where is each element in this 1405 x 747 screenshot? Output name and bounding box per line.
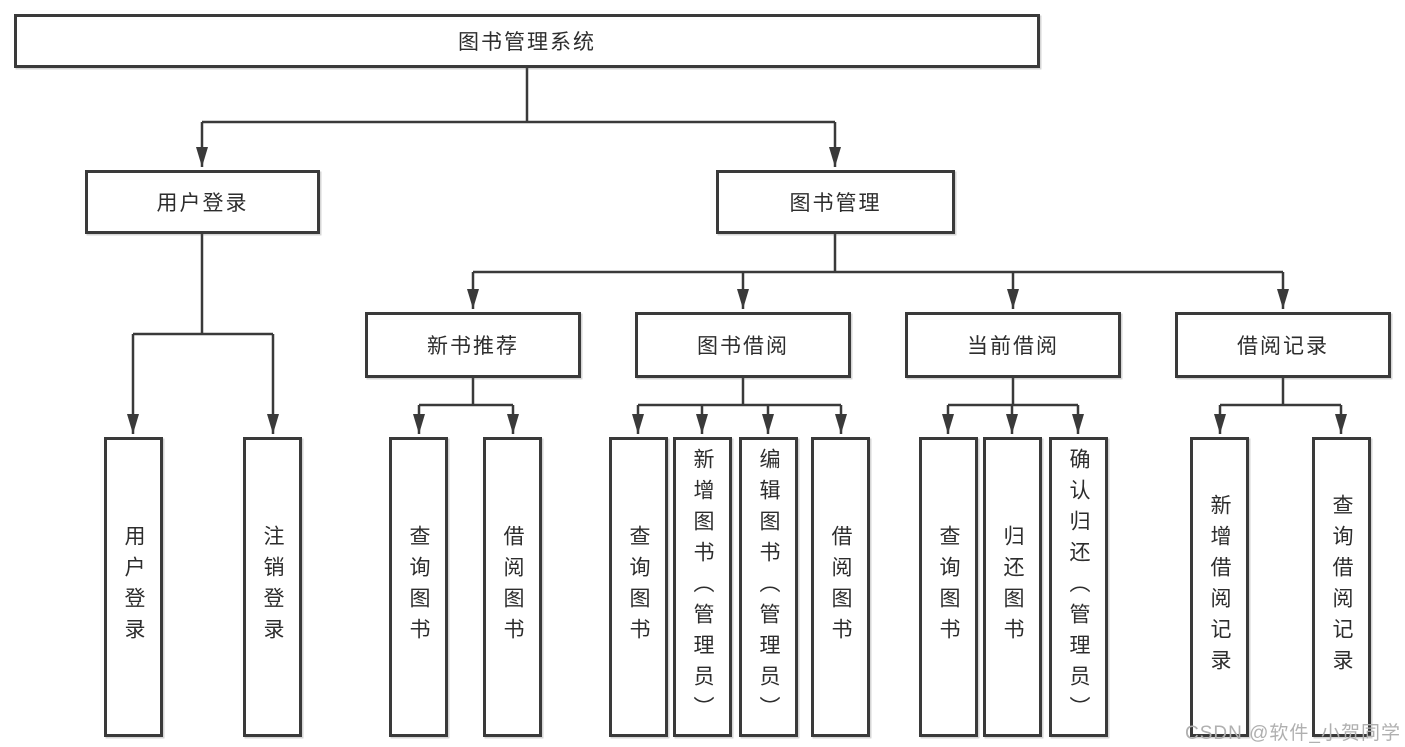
leaf-confirm-return-admin: 确认归还（管理员）	[1049, 437, 1108, 737]
node-label: 图书借阅	[697, 335, 789, 358]
leaf-return-books: 归还图书	[983, 437, 1042, 737]
node-label: 图书管理系统	[458, 31, 596, 54]
edges-book-management-children	[467, 234, 1289, 309]
node-label: 借阅记录	[1237, 335, 1329, 358]
leaf-search-books-borrowing: 查询图书	[609, 437, 668, 737]
node-label: 借阅图书	[501, 525, 524, 649]
node-label: 新书推荐	[427, 335, 519, 358]
edges-user-login-children	[127, 234, 279, 434]
node-current-borrowing: 当前借阅	[905, 312, 1121, 378]
edges-book-borrowing-children	[632, 378, 847, 434]
node-label: 归还图书	[1001, 525, 1024, 649]
edges-root-to-level2	[196, 68, 841, 167]
leaf-search-books-recommend: 查询图书	[389, 437, 448, 737]
node-label: 编辑图书（管理员）	[757, 447, 780, 727]
node-borrowing-records: 借阅记录	[1175, 312, 1391, 378]
leaf-edit-books-admin: 编辑图书（管理员）	[739, 437, 798, 737]
node-label: 借阅图书	[829, 525, 852, 649]
node-book-borrowing: 图书借阅	[635, 312, 851, 378]
csdn-watermark: CSDN @软件_小贺同学	[1185, 723, 1401, 744]
leaf-borrow-books-recommend: 借阅图书	[483, 437, 542, 737]
edges-current-borrowing-children	[942, 378, 1084, 434]
node-label: 用户登录	[156, 192, 249, 215]
edges-new-book-recommend-children	[413, 378, 519, 434]
node-label: 确认归还（管理员）	[1067, 447, 1090, 727]
node-root: 图书管理系统	[14, 14, 1040, 68]
leaf-borrow-books-borrowing: 借阅图书	[811, 437, 870, 737]
leaf-user-login: 用户登录	[104, 437, 163, 737]
leaf-search-borrow-record: 查询借阅记录	[1312, 437, 1371, 737]
node-label: 注销登录	[261, 525, 284, 649]
node-user-login: 用户登录	[85, 170, 320, 234]
node-label: 查询图书	[937, 525, 960, 649]
node-label: 新增借阅记录	[1208, 494, 1231, 680]
node-label: 用户登录	[122, 525, 145, 649]
node-new-book-recommend: 新书推荐	[365, 312, 581, 378]
node-label: 查询图书	[627, 525, 650, 649]
node-label: 图书管理	[789, 192, 882, 215]
leaf-logout: 注销登录	[243, 437, 302, 737]
node-label: 查询借阅记录	[1330, 494, 1353, 680]
leaf-add-borrow-record: 新增借阅记录	[1190, 437, 1249, 737]
node-label: 新增图书（管理员）	[691, 447, 714, 727]
leaf-search-books-current: 查询图书	[919, 437, 978, 737]
leaf-add-books-admin: 新增图书（管理员）	[673, 437, 732, 737]
edges-borrowing-records-children	[1214, 378, 1347, 434]
node-label: 查询图书	[407, 525, 430, 649]
node-label: 当前借阅	[967, 335, 1059, 358]
node-book-management: 图书管理	[716, 170, 955, 234]
